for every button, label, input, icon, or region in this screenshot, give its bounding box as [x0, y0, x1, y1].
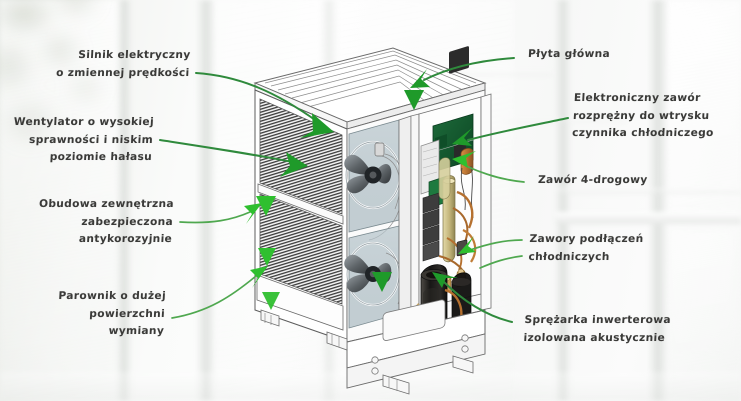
unit-feet [260, 309, 474, 395]
fan-assembly-upper [344, 119, 405, 241]
window-band-upper [392, 70, 552, 76]
window-mullion-left-2 [196, 0, 216, 401]
callout-arrowhead-casing-body [256, 196, 276, 216]
window-mullion-right-1 [555, 0, 571, 401]
window-transom-right [556, 212, 741, 224]
callout-arrowhead-evaporator-body [258, 248, 276, 266]
callout-line-large-surface-evaporator [171, 266, 268, 319]
callout-line-inverter-compressor [432, 272, 513, 323]
callout-line-refrigerant-connection-valves [458, 236, 523, 269]
callout-line-variable-speed-motor [195, 72, 334, 138]
callout-line-electronic-expansion-valve [452, 117, 569, 146]
window-band-mid [506, 118, 626, 123]
background-object-right [672, 232, 732, 352]
label-four-way-valve: Zawór 4-drogowy [537, 174, 648, 186]
label-large-surface-evaporator: Parownik o dużej powierzchni wymiany [58, 290, 167, 337]
callout-line-main-board [410, 57, 515, 88]
label-main-board: Płyta główna [527, 48, 611, 60]
window-mullion-left-1 [116, 0, 132, 401]
callout-arrowhead-compressor-body [372, 272, 392, 292]
secondary-accumulator [438, 157, 451, 200]
window-pane-right [668, 0, 741, 401]
foliage-blur [0, 0, 140, 203]
label-refrigerant-connection-valves: Zawory podłączeń chłodniczych [528, 233, 644, 263]
unit-base-pan [346, 299, 486, 389]
label-anticorrosive-casing: Obudowa zewnętrzna zabezpieczona antykor… [38, 198, 175, 245]
callout-line-anticorrosive-casing [179, 203, 262, 224]
label-high-efficiency-fan: Wentylator o wysokiej sprawności i niski… [13, 116, 155, 163]
evaporator-grille-panel [254, 89, 348, 343]
label-electronic-expansion-valve: Elektroniczny zawór rozprężny do wtrysku… [571, 92, 715, 139]
window-mullion-right-2 [648, 0, 668, 401]
callout-line-high-efficiency-fan [159, 139, 308, 177]
callout-line-four-way-valve [452, 151, 525, 183]
unit-right-pillar [480, 93, 492, 311]
window-transom-right-2 [556, 188, 741, 194]
callout-arrowhead-grille-bottom [262, 292, 280, 310]
callout-arrowhead-main-board-body [404, 90, 424, 110]
label-variable-speed-motor: Silnik elektryczny o zmiennej prędkości [55, 49, 191, 79]
label-inverter-compressor: Sprężarka inwerterowa izolowana akustycz… [523, 314, 672, 344]
unit-top-cover [253, 47, 487, 130]
terminal-block [422, 192, 440, 262]
window-pane-left [0, 0, 122, 401]
